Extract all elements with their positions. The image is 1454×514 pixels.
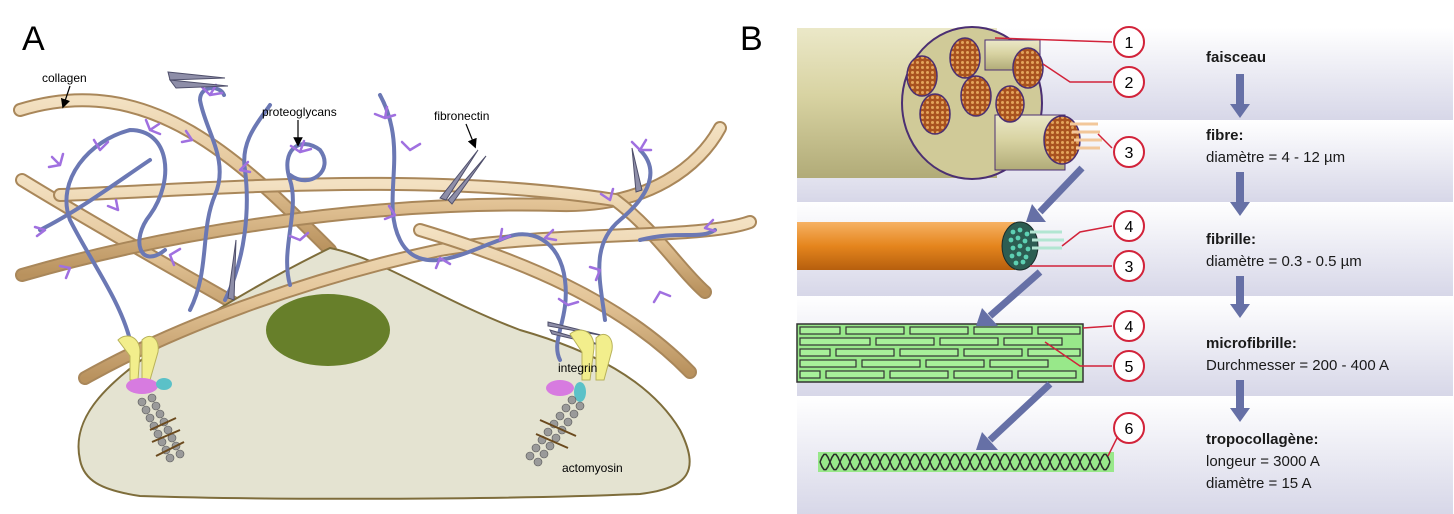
nucleus [266, 294, 390, 366]
level-descriptions: faisceau fibre: diamètre = 4 - 12 µm fib… [1206, 49, 1389, 492]
level-faisceau-title: faisceau [1206, 49, 1266, 66]
collagen-pointer [60, 85, 71, 109]
fibril [797, 221, 1064, 271]
level-tropocollagene-line-1: longeur = 3000 A [1206, 453, 1320, 470]
callout-6: 6 [1113, 412, 1145, 444]
callout-4-microfibril: 4 [1113, 310, 1145, 342]
callout-2: 2 [1113, 66, 1145, 98]
callout-1: 1 [1113, 26, 1145, 58]
level-flow-arrows [1230, 74, 1250, 422]
label-integrin: integrin [558, 361, 597, 375]
svg-text:2: 2 [1125, 75, 1134, 92]
svg-text:4: 4 [1125, 319, 1134, 336]
fiber-bundle [797, 26, 1102, 180]
level-fibre-title: fibre: [1206, 127, 1244, 144]
svg-text:5: 5 [1125, 359, 1134, 376]
actomyosin-left [137, 393, 185, 463]
level-microfibrille-title: microfibrille: [1206, 335, 1297, 352]
level-fibrille-title: fibrille: [1206, 231, 1256, 248]
callout-3-fibril: 3 [1113, 250, 1145, 282]
hierarchy-arrows [976, 165, 1085, 450]
svg-text:6: 6 [1125, 421, 1134, 438]
microfibril [796, 323, 1084, 383]
svg-text:4: 4 [1125, 219, 1134, 236]
svg-text:3: 3 [1125, 145, 1134, 162]
panel-a-letter: A [22, 20, 45, 58]
label-proteoglycans: proteoglycans [262, 105, 337, 119]
svg-text:3: 3 [1125, 259, 1134, 276]
level-microfibrille-line-1: Durchmesser = 200 - 400 A [1206, 357, 1389, 374]
level-tropocollagene-title: tropocollagène: [1206, 431, 1319, 448]
label-actomyosin: actomyosin [562, 461, 623, 475]
integrin-right [546, 329, 613, 402]
callout-5: 5 [1113, 350, 1145, 382]
panel-b-letter: B [740, 20, 763, 58]
panel-b-collagen-hierarchy: B [740, 20, 1453, 514]
label-fibronectin: fibronectin [434, 109, 489, 123]
proteoglycan-chains [38, 86, 717, 362]
svg-text:1: 1 [1125, 35, 1134, 52]
integrin-left [117, 335, 172, 394]
actomyosin-right [525, 395, 585, 467]
callouts: 1 2 3 4 3 4 5 6 [1113, 26, 1145, 444]
callout-4-fibril: 4 [1113, 210, 1145, 242]
label-collagen: collagen [42, 71, 87, 85]
tropocollagen [818, 452, 1114, 472]
level-fibre-line-1: diamètre = 4 - 12 µm [1206, 149, 1345, 166]
fibronectin-pointer [465, 123, 477, 149]
level-tropocollagene-line-2: diamètre = 15 A [1206, 475, 1311, 492]
panel-a-ecm-diagram: A [13, 20, 757, 500]
level-fibrille-line-1: diamètre = 0.3 - 0.5 µm [1206, 253, 1362, 270]
glycan-branches [33, 83, 717, 307]
callout-3-top: 3 [1113, 136, 1145, 168]
